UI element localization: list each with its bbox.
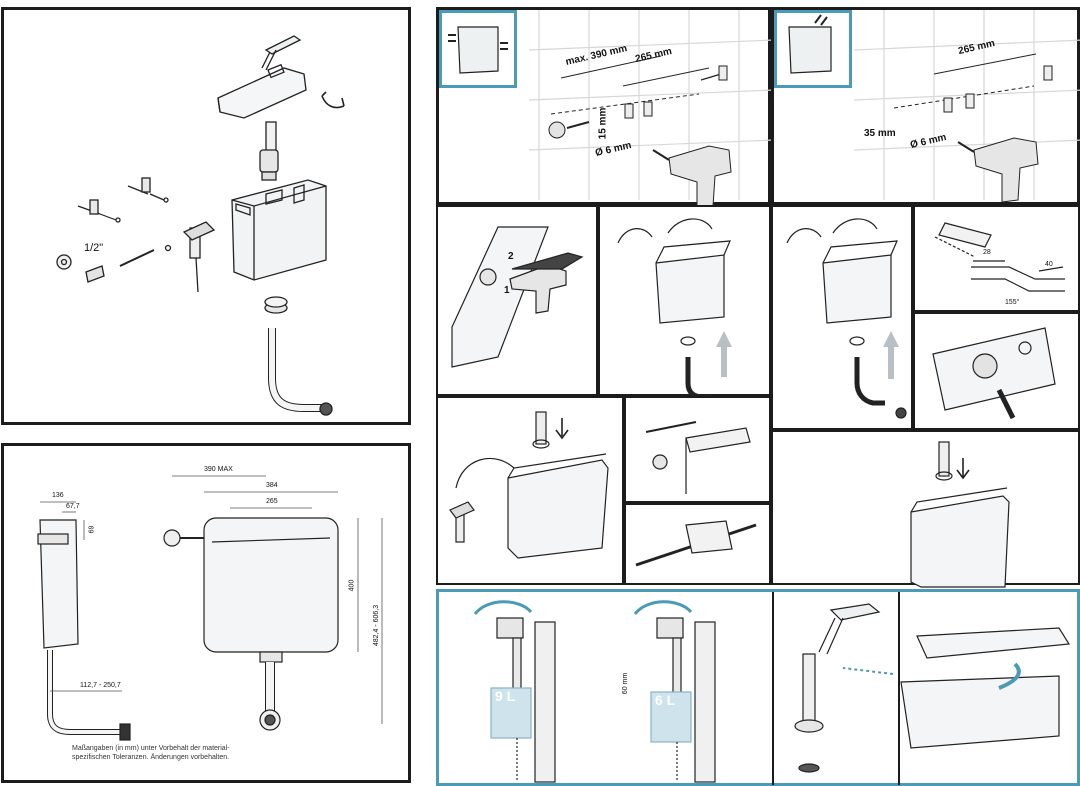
valve-9l-label: 9 L (495, 688, 516, 704)
bend-40: 40 (1045, 261, 1053, 268)
exploded-view-panel: 1/2" (1, 7, 411, 425)
dim-265: 265 (266, 498, 278, 505)
dimension-drawing (37, 475, 383, 741)
bend-28: 28 (983, 249, 991, 256)
exploded-view-drawing (56, 35, 345, 416)
dim-136: 136 (52, 492, 64, 499)
rod-bend-drawing (635, 520, 757, 567)
open-tank-drawing-a (617, 218, 732, 400)
dimension-note: Maßangaben (in mm) unter Vorbehalt der m… (72, 745, 230, 761)
cistern-icon (448, 26, 508, 74)
rod-clip-drawing (645, 421, 751, 494)
step-2-label: 2 (508, 251, 514, 262)
up-arrow-icon (716, 331, 732, 377)
dim-390-max: 390 MAX (204, 466, 233, 473)
wall-install-drawing-a (528, 10, 775, 209)
dim-384: 384 (266, 482, 278, 489)
rod-clip-panel (624, 396, 771, 503)
drill-tank-panel: 2 1 (436, 205, 598, 396)
height-35-label: 35 mm (864, 128, 896, 139)
dim-range-bottom: 112,7 - 250,7 (80, 682, 121, 689)
valve-adjust-drawing (473, 592, 1071, 785)
bend-angle: 155° (1005, 299, 1020, 306)
tank-insert-panel (771, 430, 1080, 588)
drill-tank-drawing (451, 226, 584, 368)
fill-valve-insert-panel (436, 396, 624, 585)
cistern-wall-icon-box (439, 10, 517, 88)
cistern-icon-b (788, 14, 832, 74)
valve-6l-label: 6 L (655, 692, 676, 708)
cistern-top-icon-box (774, 10, 852, 88)
dim-69: 69 (88, 525, 96, 534)
fitting-size-label: 1/2" (84, 242, 104, 254)
dim-67: 67,7 (66, 503, 80, 510)
step-1-label: 1 (504, 285, 510, 296)
height-60-label: 60 mm (622, 672, 630, 695)
valve-top-drawing (932, 327, 1056, 420)
install-panel-a: max. 390 mm 265 mm 15 mm Ø 6 mm (436, 7, 775, 209)
open-tank-drawing-b (786, 218, 907, 419)
open-tank-panel-b (771, 205, 913, 430)
up-arrow-icon-b (883, 331, 899, 379)
install-panel-b: 265 mm 35 mm Ø 6 mm (771, 7, 1080, 205)
wall-install-drawing-b (853, 10, 1080, 203)
dim-height-range: 482,4 - 606,3 (373, 604, 381, 647)
dimension-panel: 136 67,7 69 112,7 - 250,7 390 MAX 384 26… (1, 443, 411, 783)
bend-detail-drawing (934, 222, 1065, 292)
down-arrow-icon (555, 418, 569, 440)
valve-top-panel (913, 312, 1080, 430)
height-15-label: 15 mm (597, 107, 609, 140)
open-tank-panel-a (598, 205, 771, 400)
valve-adjust-strip: 9 L 6 L 60 mm (436, 589, 1080, 786)
down-arrow-icon-b (956, 458, 970, 480)
dim-400: 400 (348, 579, 356, 592)
rod-bend-panel (624, 503, 771, 585)
tank-insert-drawing (910, 441, 1010, 588)
bend-detail-panel: 28 40 155° (913, 205, 1080, 312)
fill-valve-insert-drawing (449, 411, 609, 559)
rotate-arrow-icon (617, 228, 653, 244)
